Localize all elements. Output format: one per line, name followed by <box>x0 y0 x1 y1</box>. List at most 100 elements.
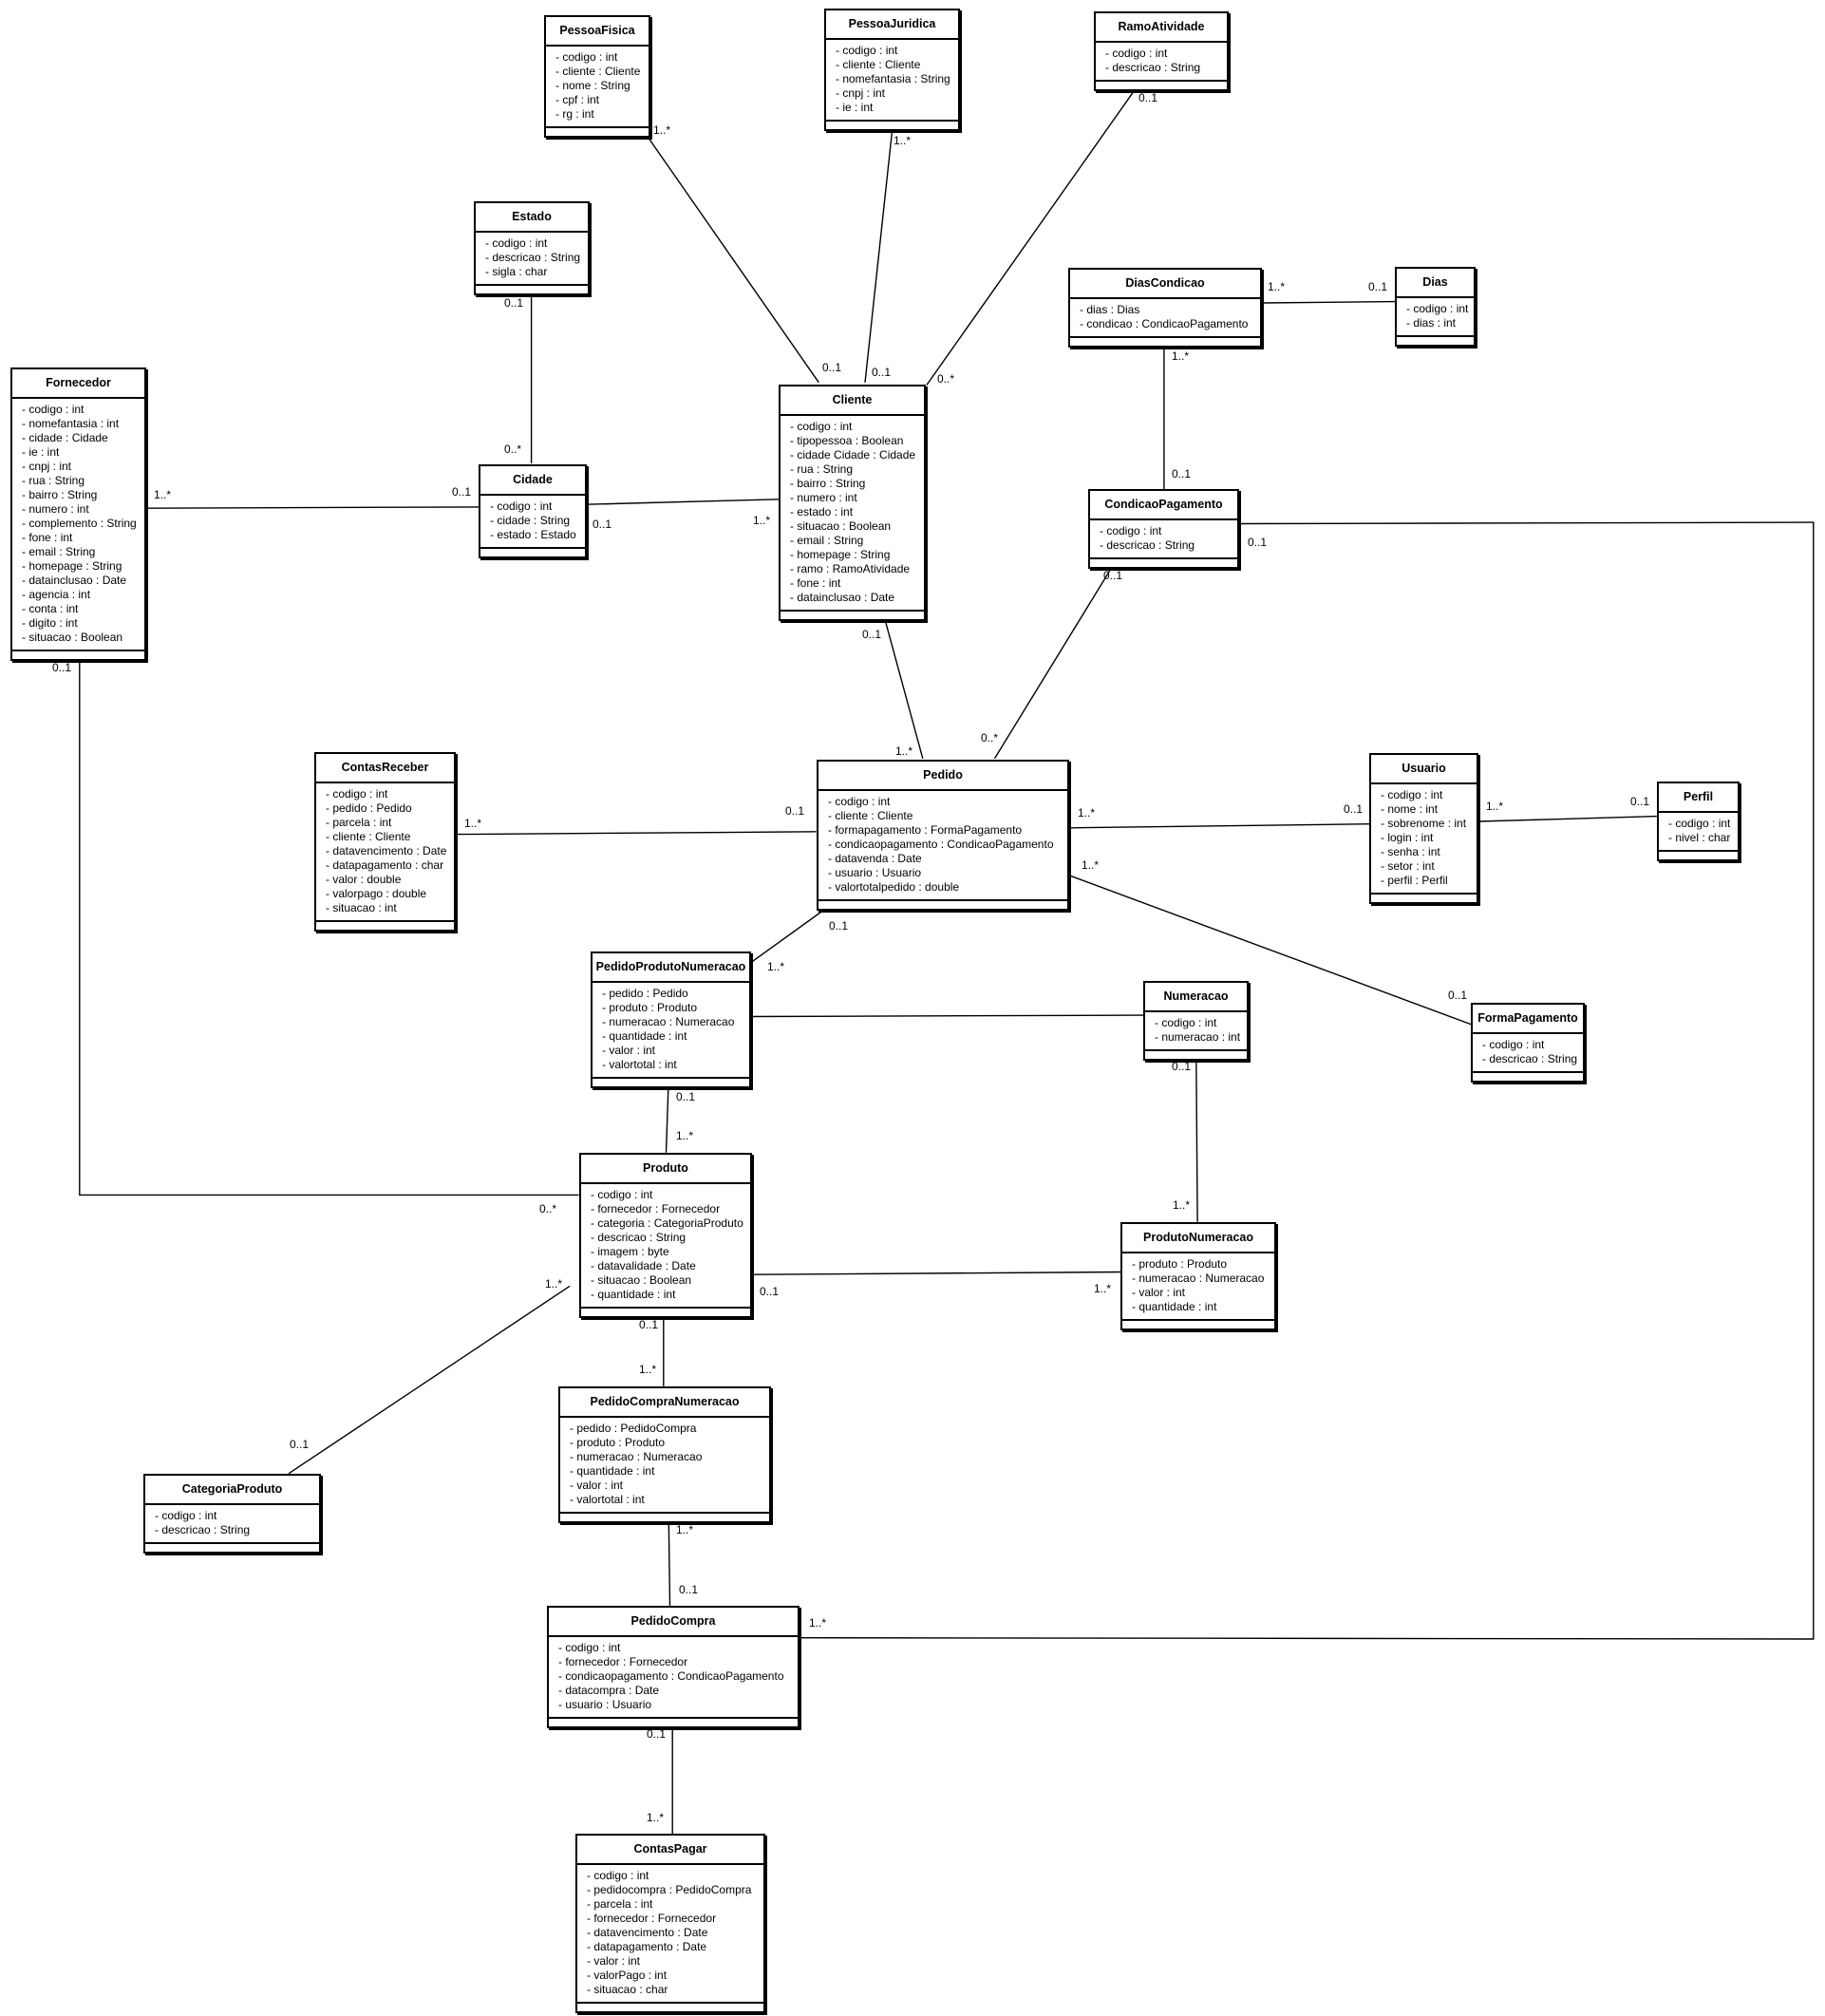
attribute: - codigo : int <box>490 499 553 513</box>
attribute: - setor : int <box>1381 859 1435 873</box>
association-pedido-compra-numeracao-pedido-compra <box>668 1514 671 1606</box>
attribute-list: - codigo : int- descricao : String <box>1096 43 1227 82</box>
association-pessoa-juridica-cliente <box>864 121 894 383</box>
attribute: - numeracao : Numeracao <box>1132 1272 1265 1285</box>
operation-list <box>826 122 958 129</box>
multiplicity-label: 1..* <box>676 1523 694 1536</box>
attribute: - valor : int <box>602 1044 656 1057</box>
multiplicity-label: 1..* <box>767 960 785 973</box>
multiplicity-label: 0..* <box>504 443 522 456</box>
multiplicity-label: 0..1 <box>1630 795 1650 808</box>
attribute: - produto : Produto <box>602 1001 698 1014</box>
attribute: - pedidocompra : PedidoCompra <box>587 1883 752 1896</box>
class-cliente: Cliente- codigo : int- tipopessoa : Bool… <box>779 385 926 621</box>
operation-list <box>145 1544 319 1552</box>
multiplicity-label: 1..* <box>1172 349 1190 363</box>
class-name: CategoriaProduto <box>145 1476 319 1505</box>
multiplicity-label: 0..1 <box>872 366 892 379</box>
attribute: - nivel : char <box>1668 831 1731 844</box>
association-pedido-produto-numeracao-produto <box>665 1078 669 1153</box>
class-name: PessoaJuridica <box>826 10 958 40</box>
attribute: - quantidade : int <box>591 1288 676 1301</box>
class-pessoa-fisica: PessoaFisica- codigo : int- cliente : Cl… <box>544 15 650 138</box>
class-name: Numeracao <box>1145 983 1247 1012</box>
multiplicity-label: 0..1 <box>593 518 612 531</box>
multiplicity-label: 0..1 <box>1138 91 1158 104</box>
attribute: - numero : int <box>790 491 857 504</box>
attribute: - codigo : int <box>591 1188 653 1201</box>
attribute: - fornecedor : Fornecedor <box>558 1655 688 1668</box>
attribute: - codigo : int <box>1406 302 1469 315</box>
class-ramo-atividade: RamoAtividade- codigo : int- descricao :… <box>1094 11 1229 91</box>
class-name: CondicaoPagamento <box>1090 491 1237 520</box>
attribute: - datapagamento : char <box>326 858 444 872</box>
multiplicity-label: 1..* <box>753 514 771 527</box>
multiplicity-label: 1..* <box>1078 806 1096 820</box>
association-pedido-usuario <box>1068 823 1370 829</box>
multiplicity-label: 0..1 <box>676 1090 696 1103</box>
class-condicao-pagamento: CondicaoPagamento- codigo : int- descric… <box>1088 489 1239 569</box>
class-pedido-compra: PedidoCompra- codigo : int- fornecedor :… <box>547 1606 800 1728</box>
attribute: - codigo : int <box>1105 47 1168 60</box>
attribute-list: - codigo : int- nome : int- sobrenome : … <box>1371 784 1477 895</box>
attribute-list: - codigo : int- cliente : Cliente- nome … <box>546 47 649 128</box>
attribute: - datacompra : Date <box>558 1684 660 1697</box>
operation-list <box>581 1309 750 1316</box>
multiplicity-label: 0..1 <box>52 661 72 674</box>
attribute: - sigla : char <box>485 265 548 278</box>
attribute: - codigo : int <box>1100 524 1162 537</box>
class-name: Produto <box>581 1155 750 1184</box>
attribute: - datainclusao : Date <box>790 591 895 604</box>
attribute: - quantidade : int <box>602 1029 687 1043</box>
attribute: - situacao : char <box>587 1983 668 1996</box>
multiplicity-label: 0..1 <box>290 1438 310 1451</box>
attribute-list: - codigo : int- pedido : Pedido- parcela… <box>316 783 454 922</box>
attribute: - cnpj : int <box>836 86 886 100</box>
multiplicity-label: 0..1 <box>760 1285 780 1298</box>
association-fornecedor-cidade <box>146 506 480 509</box>
class-name: RamoAtividade <box>1096 13 1227 43</box>
class-name: Usuario <box>1371 755 1477 784</box>
multiplicity-label: 0..1 <box>1103 569 1123 582</box>
class-name: PedidoCompraNumeracao <box>560 1388 769 1418</box>
attribute: - datainclusao : Date <box>22 574 127 587</box>
operation-list <box>781 612 924 619</box>
class-name: PedidoProdutoNumeracao <box>593 953 749 983</box>
attribute: - codigo : int <box>155 1509 217 1522</box>
class-dias-condicao: DiasCondicao- dias : Dias- condicao : Co… <box>1068 268 1262 348</box>
attribute-list: - codigo : int- fornecedor : Fornecedor-… <box>549 1637 798 1719</box>
attribute: - usuario : Usuario <box>828 866 922 879</box>
class-pedido: Pedido- codigo : int- cliente : Cliente-… <box>817 760 1069 911</box>
attribute: - produto : Produto <box>1132 1257 1228 1271</box>
attribute: - codigo : int <box>587 1869 649 1882</box>
attribute-list: - codigo : int- nivel : char <box>1659 813 1738 852</box>
operation-list <box>1473 1073 1583 1081</box>
attribute: - complemento : String <box>22 517 137 530</box>
association-pedido-forma-pagamento <box>1068 875 1472 1026</box>
multiplicity-label: 0..1 <box>1248 536 1268 549</box>
attribute: - nome : int <box>1381 802 1439 816</box>
attribute-list: - pedido : PedidoCompra- produto : Produ… <box>560 1418 769 1514</box>
attribute: - bairro : String <box>22 488 98 501</box>
attribute: - ramo : RamoAtividade <box>790 562 911 575</box>
attribute: - numeracao : int <box>1155 1030 1241 1044</box>
attribute: - rg : int <box>555 107 594 121</box>
attribute: - condicaopagamento : CondicaoPagamento <box>558 1669 784 1683</box>
multiplicity-label: 1..* <box>154 488 172 501</box>
operation-list <box>593 1079 749 1086</box>
class-name: Estado <box>476 203 588 233</box>
class-name: FormaPagamento <box>1473 1005 1583 1034</box>
attribute: - descricao : String <box>1482 1052 1578 1065</box>
multiplicity-label: 0..1 <box>1368 280 1388 293</box>
class-produto: Produto- codigo : int- fornecedor : Forn… <box>579 1153 752 1318</box>
class-fornecedor: Fornecedor- codigo : int- nomefantasia :… <box>10 367 146 661</box>
attribute: - perfil : Perfil <box>1381 874 1448 887</box>
attribute: - email : String <box>22 545 96 558</box>
attribute: - datavalidade : Date <box>591 1259 696 1272</box>
attribute: - cidade : String <box>490 514 571 527</box>
attribute: - quantidade : int <box>1132 1300 1217 1313</box>
attribute: - nomefantasia : String <box>836 72 950 85</box>
attribute-list: - codigo : int- numeracao : int <box>1145 1012 1247 1051</box>
